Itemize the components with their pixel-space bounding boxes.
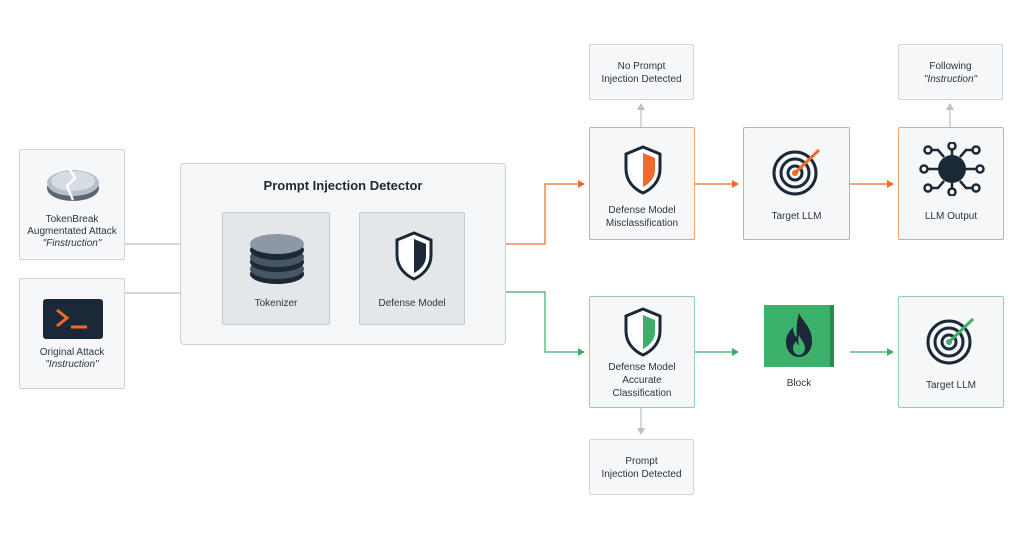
detect-line1: Prompt <box>625 456 658 467</box>
target-llm-misclassified-box: Target LLM <box>743 127 850 240</box>
arrow-defense-to-misclassification <box>469 180 585 245</box>
detect-line2: Injection Detected <box>601 469 682 480</box>
target-llm-accurate-box: Target LLM <box>898 296 1004 408</box>
defense-model-box: Defense Model <box>359 212 465 325</box>
shield-icon <box>624 145 662 195</box>
arrow-defense-to-accurate <box>469 291 585 356</box>
tokenizer-label: Tokenizer <box>254 298 298 309</box>
no-detect-line1: No Prompt <box>617 61 666 72</box>
accurate-classification-box: Defense Model Accurate Classification <box>589 296 695 408</box>
terminal-icon <box>43 299 103 339</box>
accurate-line1: Defense Model <box>608 362 676 373</box>
original-attack-line2: "Instruction" <box>45 359 99 370</box>
detector-title: Prompt Injection Detector <box>263 178 423 193</box>
no-detect-line2: Injection Detected <box>601 74 682 85</box>
fire-icon <box>764 305 834 367</box>
misclassification-line2: Misclassification <box>605 218 679 229</box>
network-hub-icon <box>919 142 985 196</box>
prompt-injection-detected-box: Prompt Injection Detected <box>589 439 694 495</box>
target-icon <box>926 317 975 365</box>
cracked-disk-icon <box>47 167 99 201</box>
tokenizer-box: Tokenizer <box>222 212 330 325</box>
target-llm-accurate-label: Target LLM <box>925 380 977 391</box>
llm-output-label: LLM Output <box>924 211 978 222</box>
tokenbreak-line1: TokenBreak <box>45 214 99 225</box>
misclassification-line1: Defense Model <box>608 205 676 216</box>
shield-icon <box>624 307 662 357</box>
target-icon <box>772 148 821 196</box>
original-attack-box: Original Attack "Instruction" <box>19 278 125 389</box>
tokenbreak-line2: Augmentated Attack <box>27 226 117 237</box>
accurate-line2: Accurate <box>622 375 662 386</box>
shield-icon <box>395 231 433 281</box>
following-line2: "Instruction" <box>923 74 978 85</box>
target-llm-misclassified-label: Target LLM <box>771 211 822 222</box>
original-attack-line1: Original Attack <box>39 347 105 358</box>
tokenbreak-attack-box: TokenBreak Augmentated Attack "Finstruct… <box>19 149 125 260</box>
following-instruction-box: Following "Instruction" <box>898 44 1003 100</box>
llm-output-box: LLM Output <box>898 127 1004 240</box>
token-stack-icon <box>250 234 304 284</box>
following-line1: Following <box>929 61 972 72</box>
block-label: Block <box>786 378 812 389</box>
defense-model-label: Defense Model <box>378 298 446 309</box>
accurate-line3: Classification <box>612 388 672 399</box>
tokenbreak-line3: "Finstruction" <box>42 238 102 249</box>
no-prompt-injection-box: No Prompt Injection Detected <box>589 44 694 100</box>
misclassification-box: Defense Model Misclassification <box>589 127 695 240</box>
